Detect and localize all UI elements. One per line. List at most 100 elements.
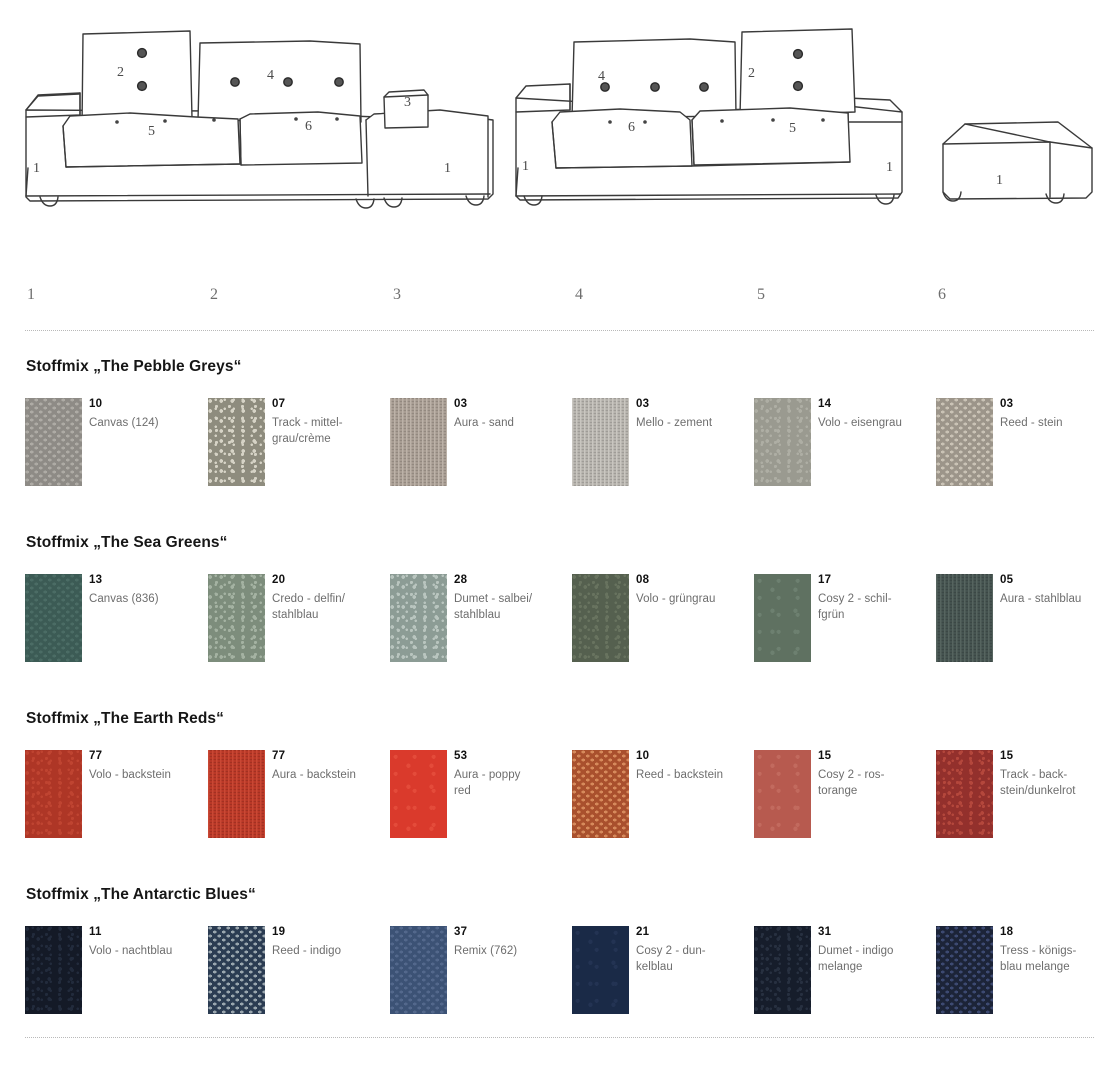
swatch-color-chip[interactable]: [572, 750, 629, 838]
column-number-2: 2: [210, 286, 219, 303]
column-number-6: 6: [938, 286, 947, 303]
swatch-code: 13: [89, 574, 103, 586]
swatch-code: 77: [272, 750, 286, 762]
divider-top: [25, 330, 1094, 331]
swatch-code: 19: [272, 926, 286, 938]
swatch-color-chip[interactable]: [390, 750, 447, 838]
swatch-code: 10: [89, 398, 103, 410]
swatch-code: 21: [636, 926, 650, 938]
sofa-label: 1: [886, 160, 893, 175]
swatch-code: 17: [818, 574, 832, 586]
swatch-color-chip[interactable]: [936, 926, 993, 1014]
swatch-color-chip[interactable]: [754, 398, 811, 486]
swatch-color-chip[interactable]: [390, 574, 447, 662]
swatch-color-chip[interactable]: [390, 398, 447, 486]
swatch-color-chip[interactable]: [25, 398, 82, 486]
swatch-name: Aura - stahlblau: [1000, 593, 1082, 605]
sofa-label: 4: [267, 68, 274, 83]
sofa-label: 5: [789, 121, 796, 136]
sofa-label: 3: [404, 95, 411, 110]
swatch-color-chip[interactable]: [572, 398, 629, 486]
swatch-color-chip[interactable]: [208, 750, 265, 838]
swatch-code: 03: [454, 398, 468, 410]
swatch-color-chip[interactable]: [754, 574, 811, 662]
swatch-name: Track - back-stein/dunkelrot: [1000, 769, 1076, 797]
swatch-code: 18: [1000, 926, 1014, 938]
swatch-name: Volo - nachtblau: [89, 945, 173, 957]
swatch-name: Reed - indigo: [272, 945, 342, 957]
swatch-color-chip[interactable]: [572, 926, 629, 1014]
swatch-name: Mello - zement: [636, 417, 713, 429]
swatch-color-chip[interactable]: [208, 926, 265, 1014]
swatch-code: 37: [454, 926, 468, 938]
sofa-label: 2: [748, 66, 755, 81]
swatch-color-chip[interactable]: [390, 926, 447, 1014]
swatch-color-chip[interactable]: [208, 398, 265, 486]
swatch-name: Aura - backstein: [272, 769, 356, 781]
sofa-label: 1: [444, 161, 451, 176]
swatch-color-chip[interactable]: [754, 926, 811, 1014]
sofa-label: 4: [598, 69, 605, 84]
swatch-color-chip[interactable]: [754, 750, 811, 838]
swatch-code: 14: [818, 398, 832, 410]
swatch-code: 10: [636, 750, 650, 762]
swatch-name: Volo - grüngrau: [636, 593, 716, 605]
swatch-name: Canvas (124): [89, 417, 159, 429]
swatch-code: 07: [272, 398, 286, 410]
swatch-name: Volo - backstein: [89, 769, 171, 781]
column-number-1: 1: [27, 286, 36, 303]
swatch-color-chip[interactable]: [936, 574, 993, 662]
swatch-code: 08: [636, 574, 650, 586]
swatch-code: 53: [454, 750, 468, 762]
swatch-color-chip[interactable]: [936, 398, 993, 486]
fabric-group-title: Stoffmix „The Pebble Greys“: [26, 358, 242, 375]
swatch-color-chip[interactable]: [572, 574, 629, 662]
swatch-color-chip[interactable]: [25, 750, 82, 838]
swatch-color-chip[interactable]: [25, 926, 82, 1014]
swatch-name: Cosy 2 - schil-fgrün: [818, 593, 892, 621]
sofa-label: 6: [305, 119, 312, 134]
swatch-color-chip[interactable]: [936, 750, 993, 838]
swatch-color-chip[interactable]: [208, 574, 265, 662]
sofa-label: 5: [148, 124, 155, 139]
swatch-color-chip[interactable]: [25, 574, 82, 662]
swatch-code: 11: [89, 926, 102, 938]
swatch-name: Credo - delfin/stahlblau: [272, 593, 345, 621]
sofa-illustrations: 1 2 4 3 5 6 1: [0, 0, 1119, 240]
